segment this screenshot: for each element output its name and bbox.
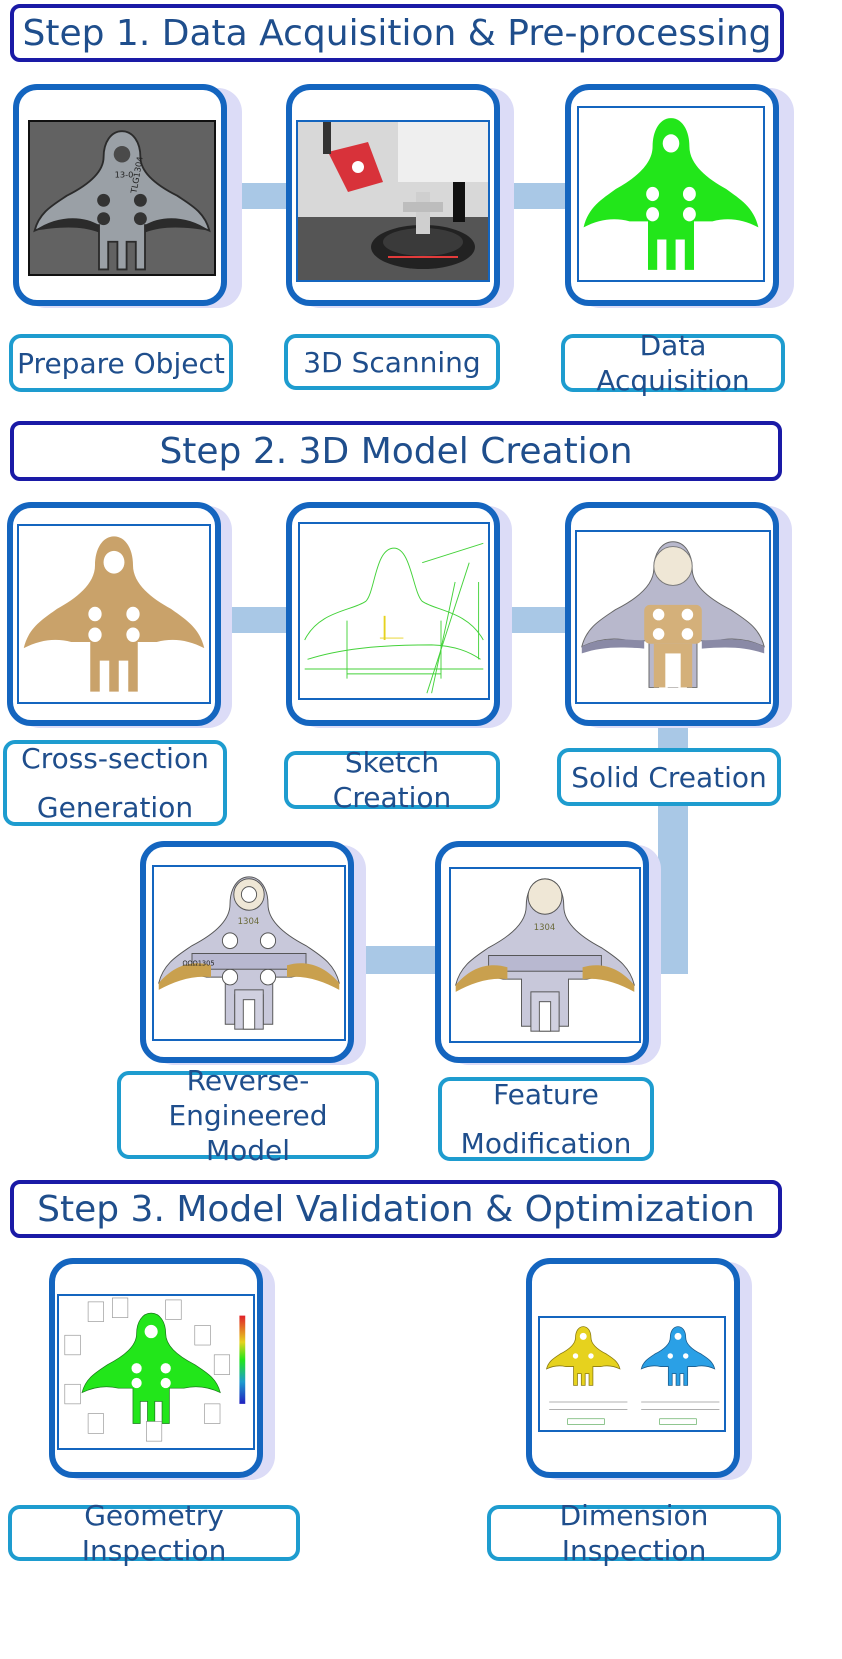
- reverse-engineered-label-line1: Reverse-Engineered: [168, 1063, 328, 1132]
- solid-creation-card: [565, 502, 779, 726]
- geometry-inspection-card: [49, 1258, 263, 1478]
- step3-banner: Step 3. Model Validation & Optimization: [10, 1180, 782, 1238]
- dimension-inspection-image: [538, 1316, 726, 1432]
- cross-section-label: Cross-section Generation: [3, 740, 227, 826]
- reverse-engineered-label-line2: Model: [205, 1133, 291, 1167]
- sketch-card: [286, 502, 500, 726]
- dimension-inspection-label: Dimension Inspection: [487, 1499, 781, 1567]
- step2-banner: Step 2. 3D Model Creation: [10, 421, 782, 481]
- reverse-engineered-card: 1304 ΩΩΩ1305: [140, 841, 354, 1063]
- reverse-engineered-label: Reverse-Engineered Model: [117, 1064, 379, 1167]
- sketch-creation-label: Sketch Creation: [284, 746, 500, 814]
- part-stamp-text: ΩΩΩ1305: [183, 959, 215, 967]
- geometry-inspection-image: [57, 1294, 255, 1450]
- 3d-scanning-label: 3D Scanning: [284, 334, 500, 390]
- sketch-image: [298, 522, 490, 700]
- feature-modification-image: 1304: [449, 867, 641, 1043]
- part-mark-text: 1304: [238, 917, 260, 927]
- solid-creation-image: [575, 530, 771, 704]
- feature-modification-card: 1304: [435, 841, 649, 1063]
- 3d-scanning-photo: [296, 120, 490, 282]
- part-mark-text: 1304: [534, 923, 556, 933]
- prepare-object-label: Prepare Object: [9, 334, 233, 392]
- solid-creation-label: Solid Creation: [557, 748, 781, 806]
- step1-banner: Step 1. Data Acquisition & Pre-processin…: [10, 4, 784, 62]
- data-acquisition-card: [565, 84, 779, 306]
- cross-section-label-line2: Generation: [36, 791, 194, 824]
- part-mark-text: 13-0: [115, 169, 134, 179]
- reverse-engineered-image: 1304 ΩΩΩ1305: [152, 865, 346, 1041]
- data-acquisition-label: Data Acquisition: [561, 329, 785, 397]
- feature-modification-label: Feature Modification: [438, 1077, 654, 1161]
- prepare-object-card: 13-0 TLG1304: [13, 84, 227, 306]
- cross-section-label-line1: Cross-section: [21, 742, 209, 775]
- dimension-inspection-card: [526, 1258, 740, 1478]
- cross-section-card: [7, 502, 221, 726]
- 3d-scanning-card: [286, 84, 500, 306]
- cross-section-image: [17, 524, 211, 704]
- data-acquisition-image: [577, 106, 765, 282]
- prepare-object-photo: 13-0 TLG1304: [28, 120, 216, 276]
- feature-modification-label-line2: Modification: [460, 1127, 632, 1160]
- geometry-inspection-label: Geometry Inspection: [8, 1499, 300, 1567]
- feature-modification-label-line1: Feature: [493, 1078, 599, 1111]
